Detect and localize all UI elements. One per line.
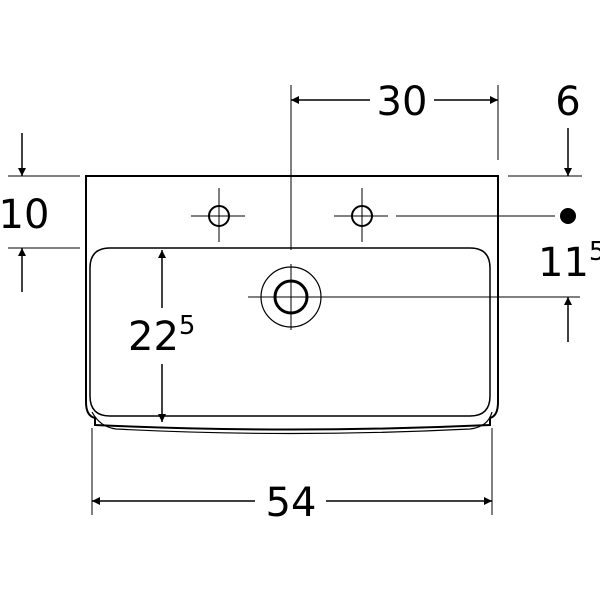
- dim-22-5-superscript: 5: [179, 311, 196, 341]
- basin-outer-outline: [85, 175, 499, 431]
- waste-outlet: [248, 264, 335, 330]
- basin-bowl-front-curve: [91, 411, 493, 435]
- dim-22-5-main: 22: [128, 314, 179, 360]
- right-tap-hole: [334, 188, 388, 242]
- dim-11-5-label: 115: [538, 237, 600, 286]
- basin-inner-bowl: [89, 247, 491, 417]
- dim-6-label: 6: [555, 79, 580, 125]
- dim-54-label: 54: [266, 480, 317, 526]
- left-tap-hole: [191, 188, 245, 242]
- dim-11-5-main: 11: [538, 240, 589, 286]
- dim-10-label: 10: [0, 192, 49, 238]
- dim-11-5-superscript: 5: [589, 237, 600, 267]
- dim-22-5-label: 225: [128, 311, 195, 360]
- dim-30-label: 30: [377, 79, 428, 125]
- tap-hole-reference-dot: [560, 208, 576, 224]
